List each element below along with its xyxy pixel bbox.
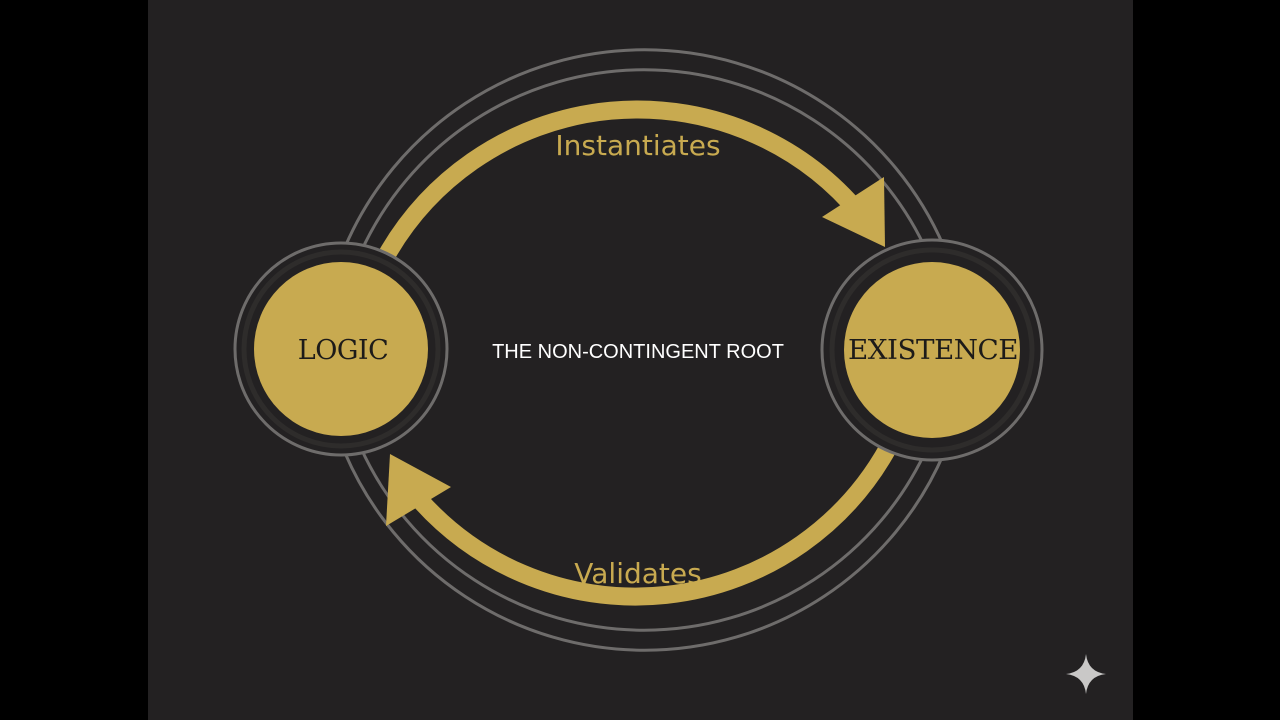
instantiates-label: Instantiates: [555, 129, 720, 162]
validates-arrowhead: [386, 454, 451, 526]
logic-node: LOGIC: [233, 241, 449, 457]
existence-label: EXISTENCE: [848, 335, 1018, 366]
inner-ring-top: [358, 68, 930, 255]
validates-label: Validates: [574, 557, 701, 590]
instantiates-arrow-shaft: [377, 100, 867, 263]
validates-arrow-shaft: [411, 443, 896, 606]
outer-ring-bottom: [343, 452, 946, 652]
sparkle-icon: [1066, 654, 1106, 694]
instantiates-arrowhead: [822, 177, 885, 247]
center-label: THE NON-CONTINGENT ROOT: [492, 341, 784, 363]
outer-ring-top: [343, 48, 946, 248]
inner-ring-bottom: [358, 445, 930, 632]
logic-label: LOGIC: [298, 335, 388, 366]
existence-node: EXISTENCE: [820, 238, 1044, 462]
